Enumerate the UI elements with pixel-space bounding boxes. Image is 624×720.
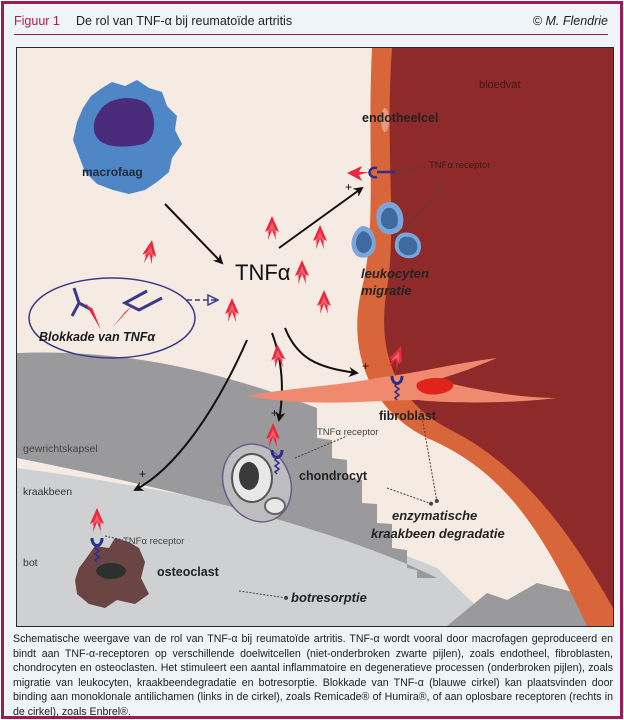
leukocytes xyxy=(351,202,422,259)
arrow-macrophage-to-tnf xyxy=(164,203,224,265)
figure-title: De rol van TNF-α bij reumatoïde artritis xyxy=(76,14,293,28)
diagram-panel: macrofaag TNFα + + + + xyxy=(16,47,614,627)
label-receptor-osteoclast: TNFα receptor xyxy=(123,536,184,547)
diagram-svg: macrofaag TNFα + + + + xyxy=(17,48,613,626)
antibody-icon xyxy=(70,287,93,317)
label-chondrocyte: chondrocyt xyxy=(299,469,368,483)
figure-credit: © M. Flendrie xyxy=(532,14,608,28)
plus-sign: + xyxy=(139,467,146,481)
label-endothelial-cell: endotheelcel xyxy=(362,111,438,125)
arrow-tnf-to-chondrocyte xyxy=(271,332,286,422)
tnf-molecule xyxy=(313,225,327,249)
label-macrophage: macrofaag xyxy=(82,165,143,179)
cartilage-right xyxy=(447,578,613,626)
receptor-endothelial xyxy=(368,166,395,179)
label-blockade: Blokkade van TNFα xyxy=(39,330,156,344)
figure-caption: Schematische weergave van de rol van TNF… xyxy=(13,633,613,718)
tnf-molecule xyxy=(140,238,159,265)
figure-header: Figuur 1 De rol van TNF-α bij reumatoïde… xyxy=(14,12,608,34)
label-fibroblast: fibroblast xyxy=(379,409,437,423)
label-blood-vessel: bloedvat xyxy=(479,79,521,91)
figure-number: Figuur 1 xyxy=(14,14,60,28)
label-leukocyte-migration-1: leukocyten xyxy=(361,266,429,281)
arrow-tnf-to-osteoclast xyxy=(133,339,248,491)
label-leukocyte-migration-2: migratie xyxy=(361,283,412,298)
blood-vessel xyxy=(384,48,613,608)
plus-sign: + xyxy=(362,359,369,373)
label-joint-capsule: gewrichtskapsel xyxy=(23,443,98,455)
tnf-alpha-label: TNFα xyxy=(235,260,291,285)
osteoclast-nucleus xyxy=(96,563,126,579)
tnf-molecule xyxy=(295,260,309,284)
macrophage-nucleus xyxy=(93,98,155,147)
header-divider xyxy=(14,34,608,35)
label-receptor-chondrocyte: TNFα receptor xyxy=(317,427,378,438)
arrow-tnf-to-endothelium xyxy=(278,186,364,249)
label-bone-resorption: botresorptie xyxy=(291,590,367,605)
chondrocyte-nucleus xyxy=(239,462,259,490)
label-enzymatic-2: kraakbeen degradatie xyxy=(371,526,505,541)
fibroblast-nucleus xyxy=(416,377,454,395)
label-bone: bot xyxy=(23,557,38,569)
tnf-molecule xyxy=(225,298,239,322)
plus-sign: + xyxy=(271,406,278,420)
label-cartilage: kraakbeen xyxy=(23,486,72,498)
arrow-tnf-to-fibroblast xyxy=(284,327,359,377)
tnf-molecule xyxy=(270,343,287,369)
tnf-molecule xyxy=(317,290,331,314)
soluble-receptor-icon xyxy=(121,289,163,312)
endothelial-nucleus xyxy=(381,108,389,132)
label-enzymatic-1: enzymatische xyxy=(392,508,477,523)
label-receptor-endothelial: TNFα receptor xyxy=(429,160,490,171)
plus-sign: + xyxy=(345,180,352,194)
blockade-circle xyxy=(28,277,196,359)
tnf-molecule xyxy=(347,166,369,181)
tnf-molecule xyxy=(265,216,279,240)
label-osteoclast: osteoclast xyxy=(157,565,220,579)
